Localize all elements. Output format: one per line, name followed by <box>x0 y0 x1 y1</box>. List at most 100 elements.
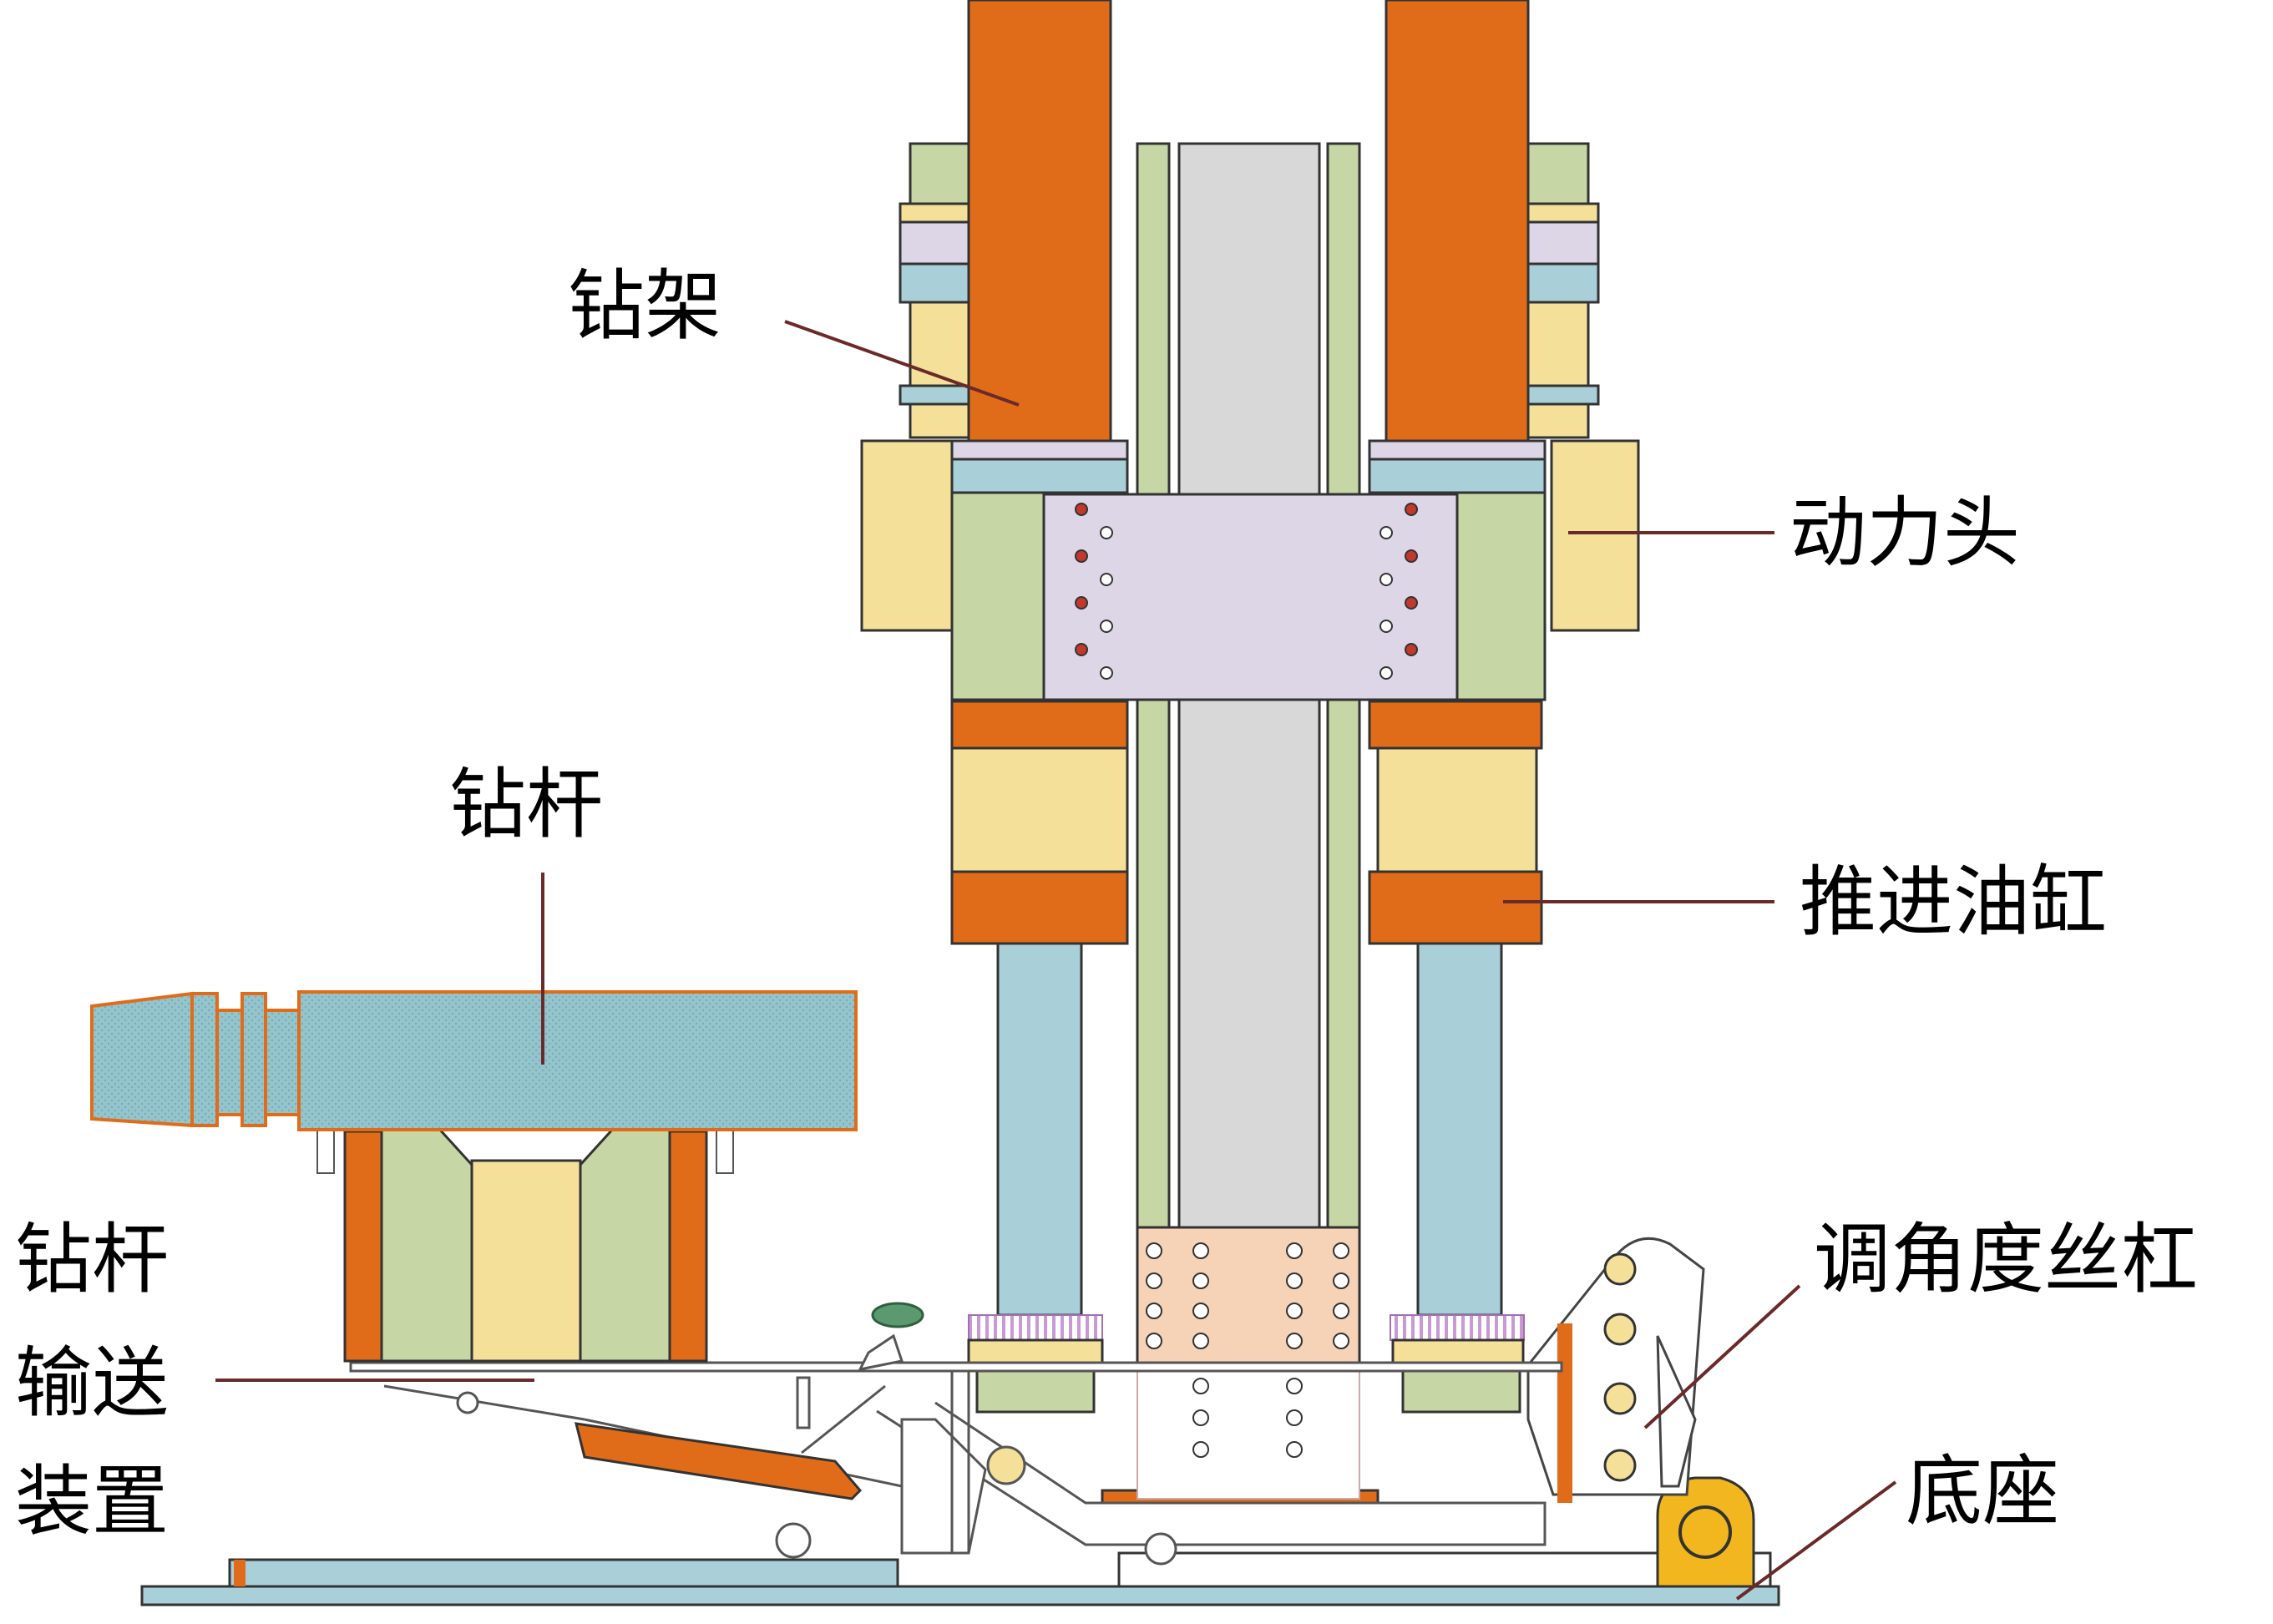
collar-left-blue <box>899 262 972 304</box>
link-arm-3 <box>801 1384 886 1455</box>
power-head-cap-right <box>1368 439 1547 461</box>
flange-plate <box>1136 1226 1361 1367</box>
drill-frame-beam-right <box>1385 0 1530 443</box>
bolt-icon <box>1192 1272 1209 1289</box>
small-bracket <box>796 1376 811 1429</box>
rod-neck-2 <box>264 1009 301 1116</box>
power-head-bolts <box>1075 503 1418 680</box>
label-rod-conveyor-line1: 钻杆 <box>15 1215 169 1304</box>
bolt-icon <box>1405 596 1418 610</box>
bolt-icon <box>1379 620 1393 633</box>
cylinder-band-right-bottom <box>1368 870 1543 945</box>
power-head-green-left <box>950 491 1045 701</box>
cradle-side-right <box>579 1117 671 1363</box>
cylinder-foot-left <box>975 1363 1096 1414</box>
linkage-assembly <box>349 1302 1563 1566</box>
bolt-icon <box>1192 1303 1209 1319</box>
bolt-icon <box>1100 526 1113 539</box>
label-drill-rod: 钻杆 <box>449 760 603 849</box>
bolt-icon <box>1100 573 1113 586</box>
bolt-icon <box>1192 1409 1209 1426</box>
collar-right-band <box>1526 202 1600 224</box>
bolt-icon <box>1146 1242 1162 1259</box>
cylinder-rod-left <box>996 942 1083 1317</box>
collar-right-blue <box>1526 262 1600 304</box>
base-rail-left <box>228 1558 899 1588</box>
bracket-hole-1 <box>1603 1252 1637 1286</box>
collar-left-yellow <box>909 301 972 387</box>
bolt-icon <box>1075 549 1088 563</box>
cradle-side-left <box>380 1117 473 1363</box>
label-drill-frame: 钻架 <box>568 261 721 351</box>
feed-cylinder-assembly <box>950 700 1543 1414</box>
rod-collar-2 <box>240 992 267 1127</box>
base-plate <box>140 1585 1780 1606</box>
drill-frame-beam-left <box>967 0 1112 443</box>
cradle-center <box>470 1159 582 1363</box>
bolt-icon <box>1405 643 1418 656</box>
conveyor-rail <box>349 1361 1563 1373</box>
gear-left <box>968 1314 1103 1341</box>
cylinder-barrel-right <box>1376 746 1538 873</box>
bolt-icon <box>1146 1303 1162 1319</box>
rod-neck-1 <box>215 1009 244 1116</box>
cradle-post-right <box>668 1130 708 1363</box>
bracket-hole-3 <box>1603 1382 1637 1415</box>
bolt-icon <box>1286 1242 1303 1259</box>
collar-left-band <box>899 202 972 224</box>
label-power-head: 动力头 <box>1790 488 2020 578</box>
bolt-icon <box>1405 549 1418 563</box>
angle-screw-rod <box>1557 1323 1572 1503</box>
bolt-icon <box>1333 1303 1349 1319</box>
cylinder-barrel-left <box>950 746 1129 873</box>
collar-left-lavender <box>899 220 972 266</box>
label-rod-conveyor-line3: 装置 <box>15 1457 169 1546</box>
leader-base <box>1735 1480 1897 1601</box>
hand-wheel <box>871 1302 924 1328</box>
leader-angle-screw <box>1643 1284 1801 1429</box>
tilt-cylinder <box>575 1422 863 1500</box>
collar-right-top <box>1526 142 1590 205</box>
collar-left-ring <box>899 384 972 406</box>
pivot-pin-2 <box>1144 1532 1177 1566</box>
bolt-icon <box>1075 503 1088 516</box>
collar-right-ring <box>1526 384 1600 406</box>
bolt-icon <box>1379 526 1393 539</box>
bolt-icon <box>1075 596 1088 610</box>
collar-left-top <box>909 142 972 205</box>
flange-lower <box>1136 1364 1360 1500</box>
bolt-icon <box>1192 1441 1209 1458</box>
collar-right-yellow <box>1526 301 1590 387</box>
power-head-yellow-right <box>1550 439 1640 632</box>
handle-base <box>858 1333 904 1372</box>
gear-right <box>1390 1314 1525 1341</box>
base-rail-stop <box>234 1560 246 1586</box>
bolt-icon <box>1333 1272 1349 1289</box>
pivot-block <box>900 1418 987 1555</box>
bolt-icon <box>1286 1272 1303 1289</box>
leader-lines <box>215 320 1897 1601</box>
power-head-assembly <box>860 439 1640 701</box>
bolt-icon <box>1100 666 1113 680</box>
collar-left-base <box>909 402 972 439</box>
cradle-post-left <box>343 1130 383 1363</box>
rod-conveyor-cradle <box>316 1117 734 1363</box>
bolt-icon <box>1286 1409 1303 1426</box>
link-arm-1 <box>383 1384 585 1421</box>
collar-right-base <box>1526 402 1590 439</box>
power-head-cap-left <box>950 439 1129 461</box>
label-rod-conveyor-line2: 输送 <box>15 1338 169 1428</box>
angle-screw-assembly <box>1526 1237 1705 1503</box>
cylinder-band-right-top <box>1368 700 1543 750</box>
lower-linkage <box>876 1401 1547 1546</box>
cylinder-foot-right <box>1401 1363 1521 1414</box>
bolt-icon <box>1379 666 1393 680</box>
bolt-icon <box>1100 620 1113 633</box>
cylinder-band-left-bottom <box>950 870 1129 945</box>
bolt-icon <box>1286 1378 1303 1394</box>
mast-bottom-flange <box>1136 1226 1361 1500</box>
flange-bolts <box>1146 1242 1349 1458</box>
bolt-icon <box>1405 503 1418 516</box>
bolt-icon <box>1286 1333 1303 1349</box>
